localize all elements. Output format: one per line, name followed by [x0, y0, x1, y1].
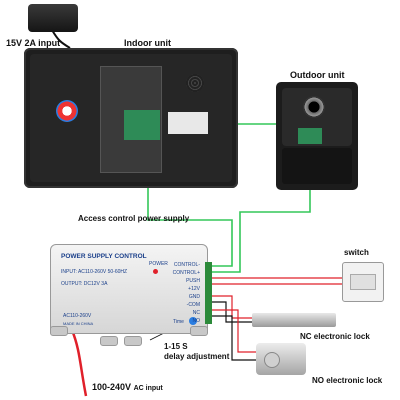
camera-lens-icon: [303, 96, 325, 118]
ac-input-label: 100-240V AC input: [92, 382, 163, 392]
terminal-label: GND: [189, 294, 200, 300]
ac-input-text: AC input: [134, 385, 163, 392]
access-psu-label: Access control power supply: [78, 214, 189, 223]
psu-ac-label: AC110-260V: [63, 313, 91, 319]
ac-cable: [72, 330, 86, 396]
switch-label: switch: [344, 248, 369, 257]
terminal-block: [205, 262, 212, 324]
nc-lock-label: NC electronic lock: [300, 332, 370, 341]
wifi-logo-icon: [56, 100, 78, 122]
psu-made-in: MADE IN CHINA: [63, 321, 93, 326]
power-input-label: 15V 2A input: [6, 38, 60, 48]
outdoor-psu-wire: [212, 190, 310, 272]
outdoor-camera-base: [282, 148, 352, 184]
ac-voltage-label: 100-240V: [92, 382, 131, 392]
indoor-product-sticker: [168, 112, 208, 134]
psu-title: POWER SUPPLY CONTROL: [61, 253, 147, 260]
psu-power-led-label: POWER: [149, 261, 168, 267]
delay-range-label: 1-15 S: [164, 342, 188, 351]
no-lock-label: NO electronic lock: [312, 376, 382, 385]
delay-adjust-label: delay adjustment: [164, 352, 229, 361]
terminal-label: CONTROL-: [174, 262, 200, 268]
psu-mounting-foot: [50, 326, 68, 336]
indoor-terminal-board: [124, 110, 160, 140]
psu-mounting-foot: [100, 336, 118, 346]
power-led-icon: [153, 269, 158, 274]
terminal-label: CONTROL+: [173, 270, 200, 276]
power-adapter: [28, 4, 78, 32]
terminal-label: -COM: [187, 302, 200, 308]
psu-input-spec: INPUT: AC110-260V 50-60HZ: [61, 269, 127, 275]
psu-time-label: Time: [173, 319, 184, 325]
exit-switch-key-icon: [350, 274, 376, 290]
terminal-label: PUSH: [186, 278, 200, 284]
terminal-label: NC: [193, 310, 200, 316]
terminal-label: +12V: [188, 286, 200, 292]
lock-cylinder-icon: [264, 352, 280, 368]
nc-lock-wire-1: [212, 296, 252, 318]
psu-output-spec: OUTPUT: DC12V 3A: [61, 281, 107, 287]
nc-electronic-lock: [252, 313, 336, 327]
power-supply-box: POWER SUPPLY CONTROL INPUT: AC110-260V 5…: [50, 244, 208, 334]
psu-mounting-foot: [190, 326, 208, 336]
outdoor-terminal-board: [298, 128, 322, 144]
outdoor-unit-label: Outdoor unit: [290, 70, 344, 80]
speaker-grille-icon: [186, 74, 204, 92]
terminal-label: NO: [193, 318, 201, 324]
psu-mounting-foot: [124, 336, 142, 346]
indoor-unit-label: Indoor unit: [124, 38, 171, 48]
